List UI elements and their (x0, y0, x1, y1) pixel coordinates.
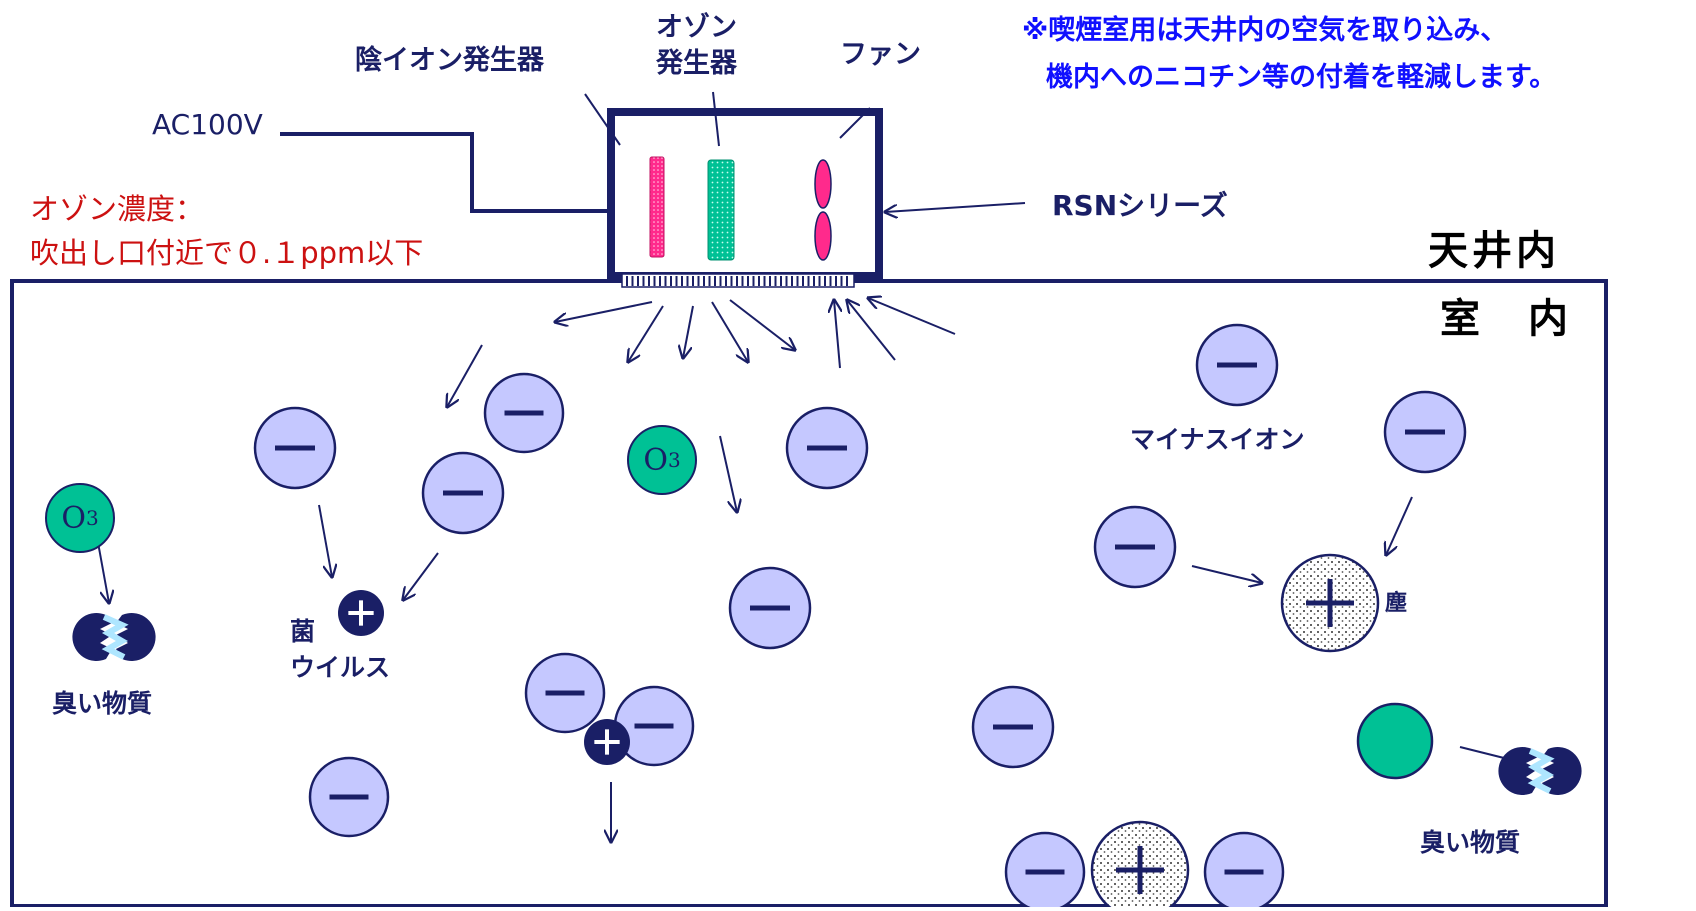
flow-arrow (96, 536, 109, 603)
odor-label-left: 臭い物質 (52, 689, 153, 718)
minus-ion-label: マイナスイオン (1130, 425, 1305, 454)
negative-ion (421, 451, 505, 535)
o3-symbol: O (61, 500, 86, 536)
dust-label: 塵 (1385, 591, 1408, 616)
bacteria-label-line-1: 菌 (290, 617, 316, 646)
negative-ion (728, 566, 812, 650)
negative-ion (1383, 390, 1467, 474)
ozone-generator-label: オゾン 発生器 (656, 12, 737, 79)
fan-blade-top (814, 159, 832, 209)
ozone-concentration-line-1: オゾン濃度： (30, 192, 205, 226)
ozone-leader (712, 91, 720, 147)
o3-symbol: O (643, 442, 668, 478)
odor-molecule (1498, 747, 1582, 795)
note-line-1: ※喫煙室用は天井内の空気を取り込み、 (1022, 15, 1508, 46)
flow-arrow (719, 435, 737, 512)
odor-label-right: 臭い物質 (1420, 828, 1521, 857)
product-leader (885, 202, 1026, 212)
ozone-concentration-line-2: 吹出し口付近で０.１ppm以下 (30, 236, 424, 270)
flow-arrow (711, 301, 748, 362)
flow-arrow (555, 301, 653, 322)
room-label: 室 内 (1440, 296, 1572, 342)
o3-subscript: 3 (667, 448, 681, 472)
flow-arrows (96, 298, 1520, 842)
negative-ion (483, 372, 565, 454)
fan-leader (839, 107, 871, 139)
fan-blade-bottom (814, 211, 832, 261)
flow-arrow (318, 504, 332, 577)
note-line-2: 機内へのニコチン等の付着を軽減します。 (1046, 62, 1557, 93)
odor-molecule (72, 613, 156, 661)
ozone-generator-element (707, 159, 735, 261)
negative-ion (308, 756, 390, 838)
flow-arrow (847, 300, 896, 361)
power-cable (280, 132, 610, 213)
positive-ion (584, 719, 630, 765)
anion-leader (584, 93, 621, 146)
negative-ion (1195, 323, 1279, 407)
ozone-molecule-plain (1356, 702, 1434, 780)
positive-ion (338, 590, 384, 636)
outlet-vents (626, 276, 848, 286)
fan-label: ファン (840, 39, 921, 70)
flow-arrow (1386, 496, 1413, 555)
negative-ion (1203, 831, 1285, 911)
particles (253, 323, 1467, 911)
flow-arrow (628, 305, 664, 362)
power-label: AC100V (152, 108, 263, 141)
anion-generator-label: 陰イオン発生器 (355, 45, 544, 76)
flow-arrow (447, 344, 483, 407)
negative-ion (524, 652, 606, 734)
odor-molecules (72, 613, 1582, 795)
anion-generator-element (649, 156, 665, 258)
o3-subscript: 3 (85, 506, 99, 530)
flow-arrow (834, 300, 840, 369)
dust-particle (1090, 820, 1190, 911)
flow-arrow (403, 552, 439, 600)
bacteria-label-line-2: ウイルス (290, 653, 391, 682)
negative-ion (785, 406, 869, 490)
dust-particle (1280, 553, 1380, 653)
flow-arrow (868, 298, 956, 335)
ceiling-label: 天井内 (1428, 228, 1560, 274)
negative-ion (971, 685, 1055, 769)
flow-arrow (1191, 565, 1262, 583)
negative-ion (1093, 505, 1177, 589)
flow-arrow (683, 305, 694, 358)
product-label: RSNシリーズ (1052, 189, 1228, 222)
negative-ion (1004, 831, 1086, 911)
negative-ion (253, 406, 337, 490)
flow-arrow (729, 299, 795, 350)
